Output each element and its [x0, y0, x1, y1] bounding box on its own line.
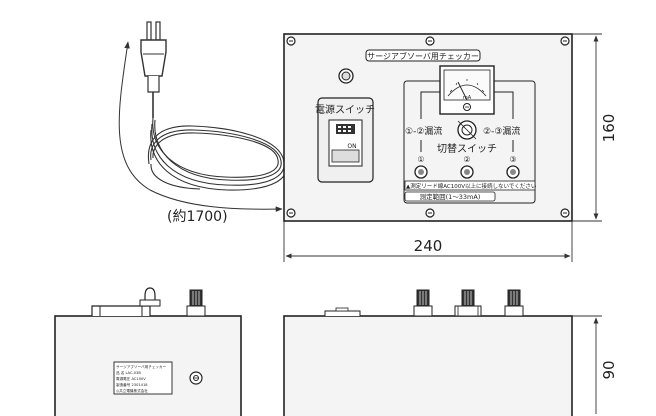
terminal-3-label: ③: [509, 155, 516, 164]
terminal-1-label: ①: [417, 155, 424, 164]
title-plate: [365, 49, 481, 62]
dimension-depth: 90: [600, 360, 618, 379]
front-panel: サージアブソーバ用チェッカー 電源スイッチ ON: [283, 33, 573, 222]
terminal-jack-icon[interactable]: [506, 165, 520, 179]
terminal-jack-icon[interactable]: [460, 165, 474, 179]
power-switch-on: ON: [347, 143, 356, 150]
pilot-lamp-icon: [338, 68, 354, 84]
binding-post-icon: [186, 289, 206, 317]
rating-label-line: 電源電圧 AC100V: [116, 376, 146, 381]
plug-prong-icon: [155, 21, 161, 41]
plug-prong-icon: [146, 21, 152, 41]
rating-label: [113, 361, 173, 395]
binding-post-icon: [413, 289, 433, 317]
title-plate-text: サージアブソーバ用チェッカー: [367, 51, 479, 61]
range-plate: [404, 191, 496, 202]
range-text: 測定範囲(1〜33mA): [420, 192, 481, 201]
rating-label-line: 品 名 LAC-03B: [116, 370, 141, 375]
rating-label-line: ◎共立電機株式会社: [116, 388, 148, 393]
ground-terminal-icon: [189, 371, 203, 385]
dimension-height: 160: [600, 114, 618, 143]
terminal-jack-icon[interactable]: [414, 165, 428, 179]
warning-text: ▲測定リード線AC100V以上に接続しないでください: [406, 182, 537, 190]
selector-switch-label: 切替スイッチ: [437, 142, 497, 155]
binding-post-icon: [454, 289, 482, 317]
coiled-cord: [147, 117, 288, 191]
power-cord: [118, 21, 288, 212]
plug-body: [140, 39, 167, 77]
terminal-2-label: ②: [463, 155, 470, 164]
rating-label-line: サージアブソーバ用チェッカー: [116, 364, 167, 369]
cord-length-label: (約1700): [167, 209, 228, 225]
analog-meter-icon: [439, 65, 495, 115]
meter-unit: mA: [463, 95, 472, 101]
rear-view-body: [283, 315, 573, 416]
toggle-lever-icon: [139, 287, 161, 307]
range-left-label: ①-②漏流: [405, 125, 442, 137]
rating-label-line: 製造番号 2301418: [116, 382, 148, 387]
cord-length-leader: [118, 41, 283, 212]
warning-plate: [404, 180, 536, 191]
side-view: サージアブソーバ用チェッカー 品 名 LAC-03B 電源電圧 AC100V 製…: [54, 287, 242, 416]
dimension-width: 240: [414, 237, 443, 255]
selector-switch[interactable]: [457, 120, 477, 140]
dimension-lines: [283, 33, 602, 414]
binding-post-icon: [504, 289, 524, 317]
power-switch-label: 電源スイッチ: [315, 103, 375, 116]
rear-view: [283, 289, 573, 416]
range-right-label: ②-③漏流: [483, 125, 520, 137]
